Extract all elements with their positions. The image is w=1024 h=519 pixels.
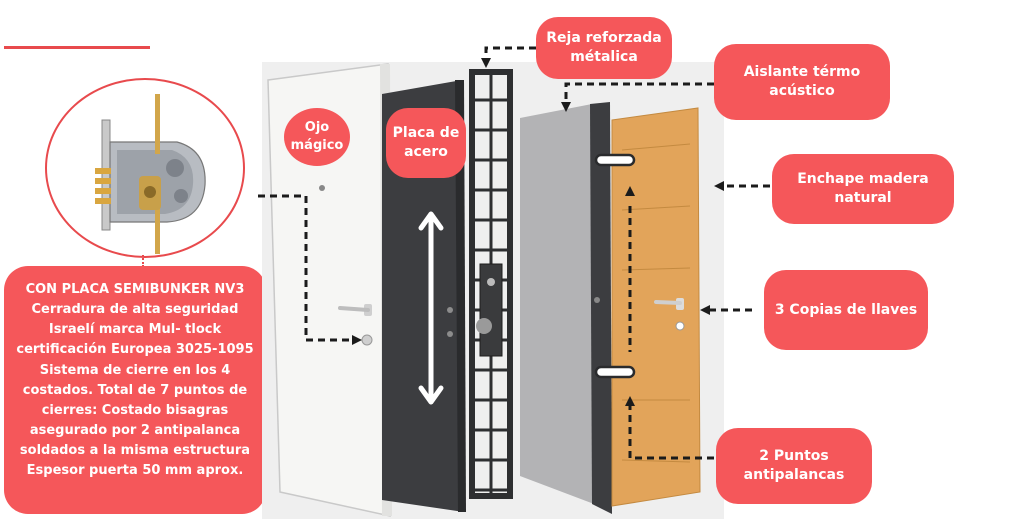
connector-keyhole	[258, 194, 356, 342]
label-reja: Reja reforzada métalica	[536, 17, 672, 79]
header-accent-line	[4, 46, 150, 49]
label-ojo-magico: Ojo mágico	[284, 108, 350, 166]
steel-plate-panel	[382, 80, 466, 512]
connector-aislante	[564, 82, 714, 106]
double-arrow-icon	[418, 211, 444, 405]
circle-connector	[142, 255, 144, 267]
label-puntos: 2 Puntos antipalancas	[716, 428, 872, 504]
antilever-bar-bottom	[594, 365, 636, 379]
lock-description-box: CON PLACA SEMIBUNKER NV3 Cerradura de al…	[4, 266, 266, 514]
insulation-panel	[520, 102, 612, 514]
label-enchape: Enchape madera natural	[772, 154, 954, 224]
lock-image-circle	[45, 78, 245, 258]
label-copias: 3 Copias de llaves	[764, 270, 928, 350]
lock-mechanism-icon	[95, 94, 206, 254]
label-aislante: Aislante térmo acústico	[714, 44, 890, 120]
connector-puntos	[628, 406, 714, 460]
label-placa-acero: Placa de acero	[386, 108, 466, 178]
connector-reja	[484, 46, 536, 62]
antilever-bar-top	[594, 153, 636, 167]
wood-veneer-panel	[611, 107, 701, 507]
